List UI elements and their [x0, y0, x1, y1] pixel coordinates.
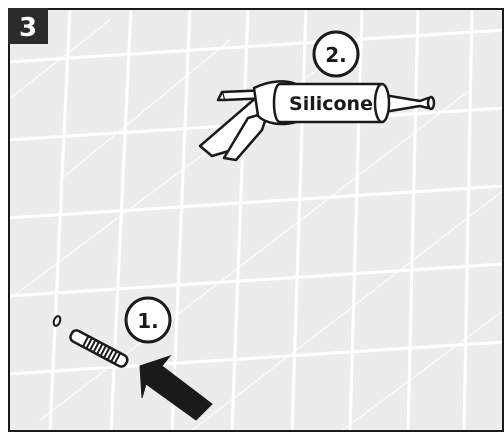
- callout-2: 2.: [312, 30, 360, 78]
- callout-1: 1.: [124, 296, 172, 344]
- callout-1-label: 1.: [137, 309, 159, 333]
- ring-washer: [52, 315, 62, 327]
- insert-arrow-icon: [139, 354, 213, 421]
- frame-border: [8, 8, 504, 432]
- caulk-gun: [198, 80, 436, 162]
- step-badge: 3: [8, 8, 48, 44]
- callout-2-label: 2.: [325, 43, 347, 67]
- tiled-wall: [8, 8, 504, 432]
- step-number: 3: [19, 13, 37, 43]
- caulk-gun-label: Silicone: [289, 93, 373, 115]
- wall-plug: [69, 329, 129, 368]
